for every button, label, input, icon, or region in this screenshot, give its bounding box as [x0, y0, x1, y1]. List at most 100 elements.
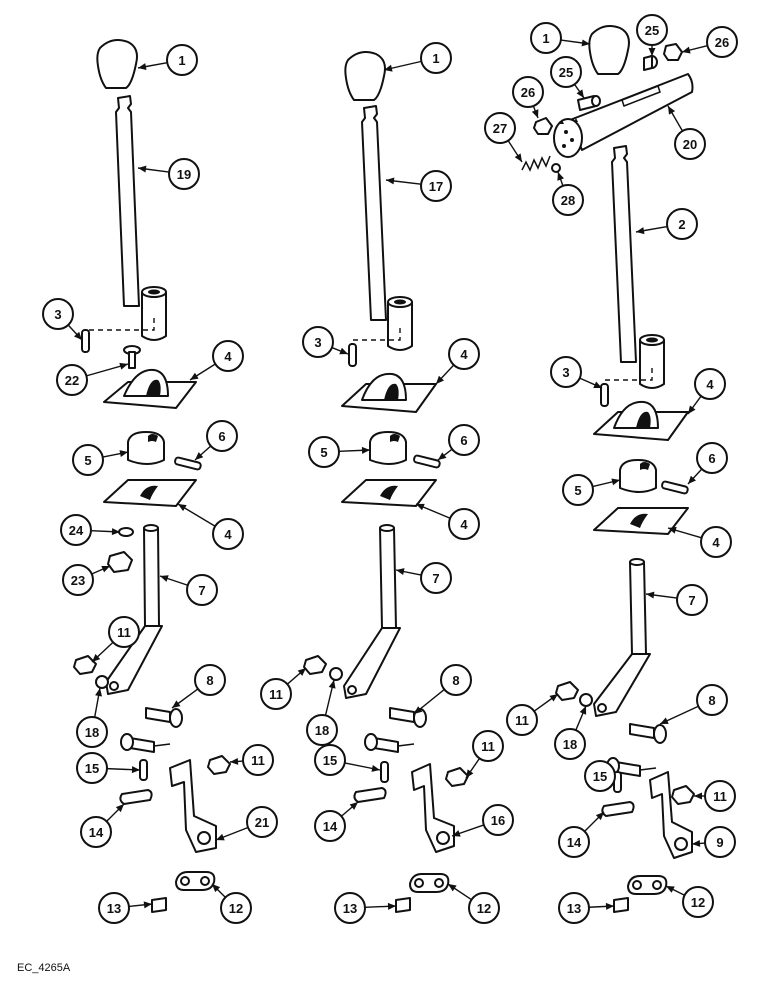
callout-circle — [682, 886, 714, 918]
part-callout: 15 — [584, 760, 616, 792]
part-callout: 14 — [558, 826, 590, 858]
callout-circle — [76, 752, 108, 784]
leader-arrowhead — [95, 688, 103, 697]
part-callout: 8 — [696, 684, 728, 716]
callout-circle — [314, 744, 346, 776]
callout-circle — [704, 826, 736, 858]
callout-number: 5 — [84, 453, 91, 468]
part-callout: 6 — [696, 442, 728, 474]
part-callout: 13 — [98, 892, 130, 924]
callout-circle — [302, 326, 334, 358]
ball-joint — [120, 707, 183, 753]
callout-number: 8 — [708, 693, 715, 708]
callout-number: 5 — [320, 445, 327, 460]
part-callout: 26 — [512, 76, 544, 108]
part-callout: 22 — [56, 364, 88, 396]
part-callout: 11 — [242, 744, 274, 776]
callout-circle — [448, 424, 480, 456]
leader-arrowhead — [688, 405, 696, 414]
spring — [521, 155, 551, 172]
nut — [445, 767, 469, 787]
callout-number: 24 — [69, 523, 84, 538]
figure-code: EC_4265A — [17, 962, 71, 974]
nut — [671, 785, 695, 805]
pin — [413, 454, 441, 469]
callout-circle — [558, 892, 590, 924]
leader-arrowhead — [212, 884, 221, 893]
bush — [613, 897, 629, 913]
callout-number: 3 — [562, 365, 569, 380]
part-callout: 25 — [636, 14, 668, 46]
nut — [107, 551, 133, 573]
gate-bracket — [593, 400, 689, 441]
callout-circle — [212, 518, 244, 550]
leader-arrowhead — [131, 766, 140, 774]
callout-number: 8 — [206, 673, 213, 688]
callout-number: 11 — [251, 753, 265, 768]
leader-arrowhead — [160, 575, 169, 582]
callout-circle — [552, 184, 584, 216]
part-callout: 4 — [448, 338, 480, 370]
assembly-left — [73, 39, 231, 913]
gate-bracket — [103, 479, 197, 507]
lever-tube — [141, 286, 167, 341]
part-callout: 25 — [550, 56, 582, 88]
leader-arrowhead — [387, 902, 396, 910]
callout-circle — [636, 14, 668, 46]
callout-circle — [700, 526, 732, 558]
ball-joint — [364, 707, 427, 753]
callout-circle — [472, 730, 504, 762]
callout-circle — [334, 892, 366, 924]
callout-circle — [420, 562, 452, 594]
callout-number: 15 — [593, 769, 607, 784]
lever — [611, 145, 637, 363]
leader-arrowhead — [74, 331, 82, 340]
part-callout: 18 — [554, 728, 586, 760]
bush — [395, 897, 411, 913]
leader-arrowhead — [581, 39, 590, 47]
callout-number: 4 — [712, 535, 720, 550]
callout-number: 18 — [85, 725, 99, 740]
leader-arrowhead — [648, 48, 656, 56]
callout-circle — [42, 298, 74, 330]
leader-arrowhead — [466, 769, 474, 778]
leader-arrowhead — [384, 64, 393, 72]
callout-number: 13 — [343, 901, 357, 916]
callout-number: 12 — [477, 901, 491, 916]
callout-circle — [550, 56, 582, 88]
callout-circle — [246, 806, 278, 838]
roll-pin — [380, 761, 389, 783]
nut — [73, 655, 97, 675]
part-callout: 12 — [220, 892, 252, 924]
bell-crank — [411, 763, 455, 853]
pin — [643, 55, 658, 71]
leader-arrowhead — [593, 381, 602, 388]
callout-number: 11 — [713, 789, 727, 804]
assembly-right — [521, 25, 695, 913]
pivot-block — [127, 431, 165, 465]
knob — [344, 51, 386, 101]
washer — [579, 693, 593, 707]
nut — [207, 755, 231, 775]
leader-arrowhead — [92, 653, 101, 662]
leader-arrowhead — [230, 757, 239, 765]
leader-arrowhead — [178, 504, 187, 512]
callout-number: 4 — [460, 347, 468, 362]
callout-circle — [550, 356, 582, 388]
callout-number: 7 — [688, 593, 695, 608]
leader-arrowhead — [195, 452, 204, 460]
callout-number: 1 — [432, 51, 439, 66]
part-callout: 3 — [550, 356, 582, 388]
callout-number: 21 — [255, 815, 269, 830]
callout-number: 13 — [567, 901, 581, 916]
leader-arrowhead — [119, 362, 128, 370]
callout-number: 3 — [314, 335, 321, 350]
callout-circle — [420, 42, 452, 74]
part-callout: 15 — [314, 744, 346, 776]
part-callout: 1 — [530, 22, 562, 54]
part-callout: 27 — [484, 112, 516, 144]
leader-arrowhead — [692, 839, 701, 847]
roll-pin — [348, 343, 357, 367]
callout-number: 1 — [178, 53, 185, 68]
part-callout: 13 — [558, 892, 590, 924]
